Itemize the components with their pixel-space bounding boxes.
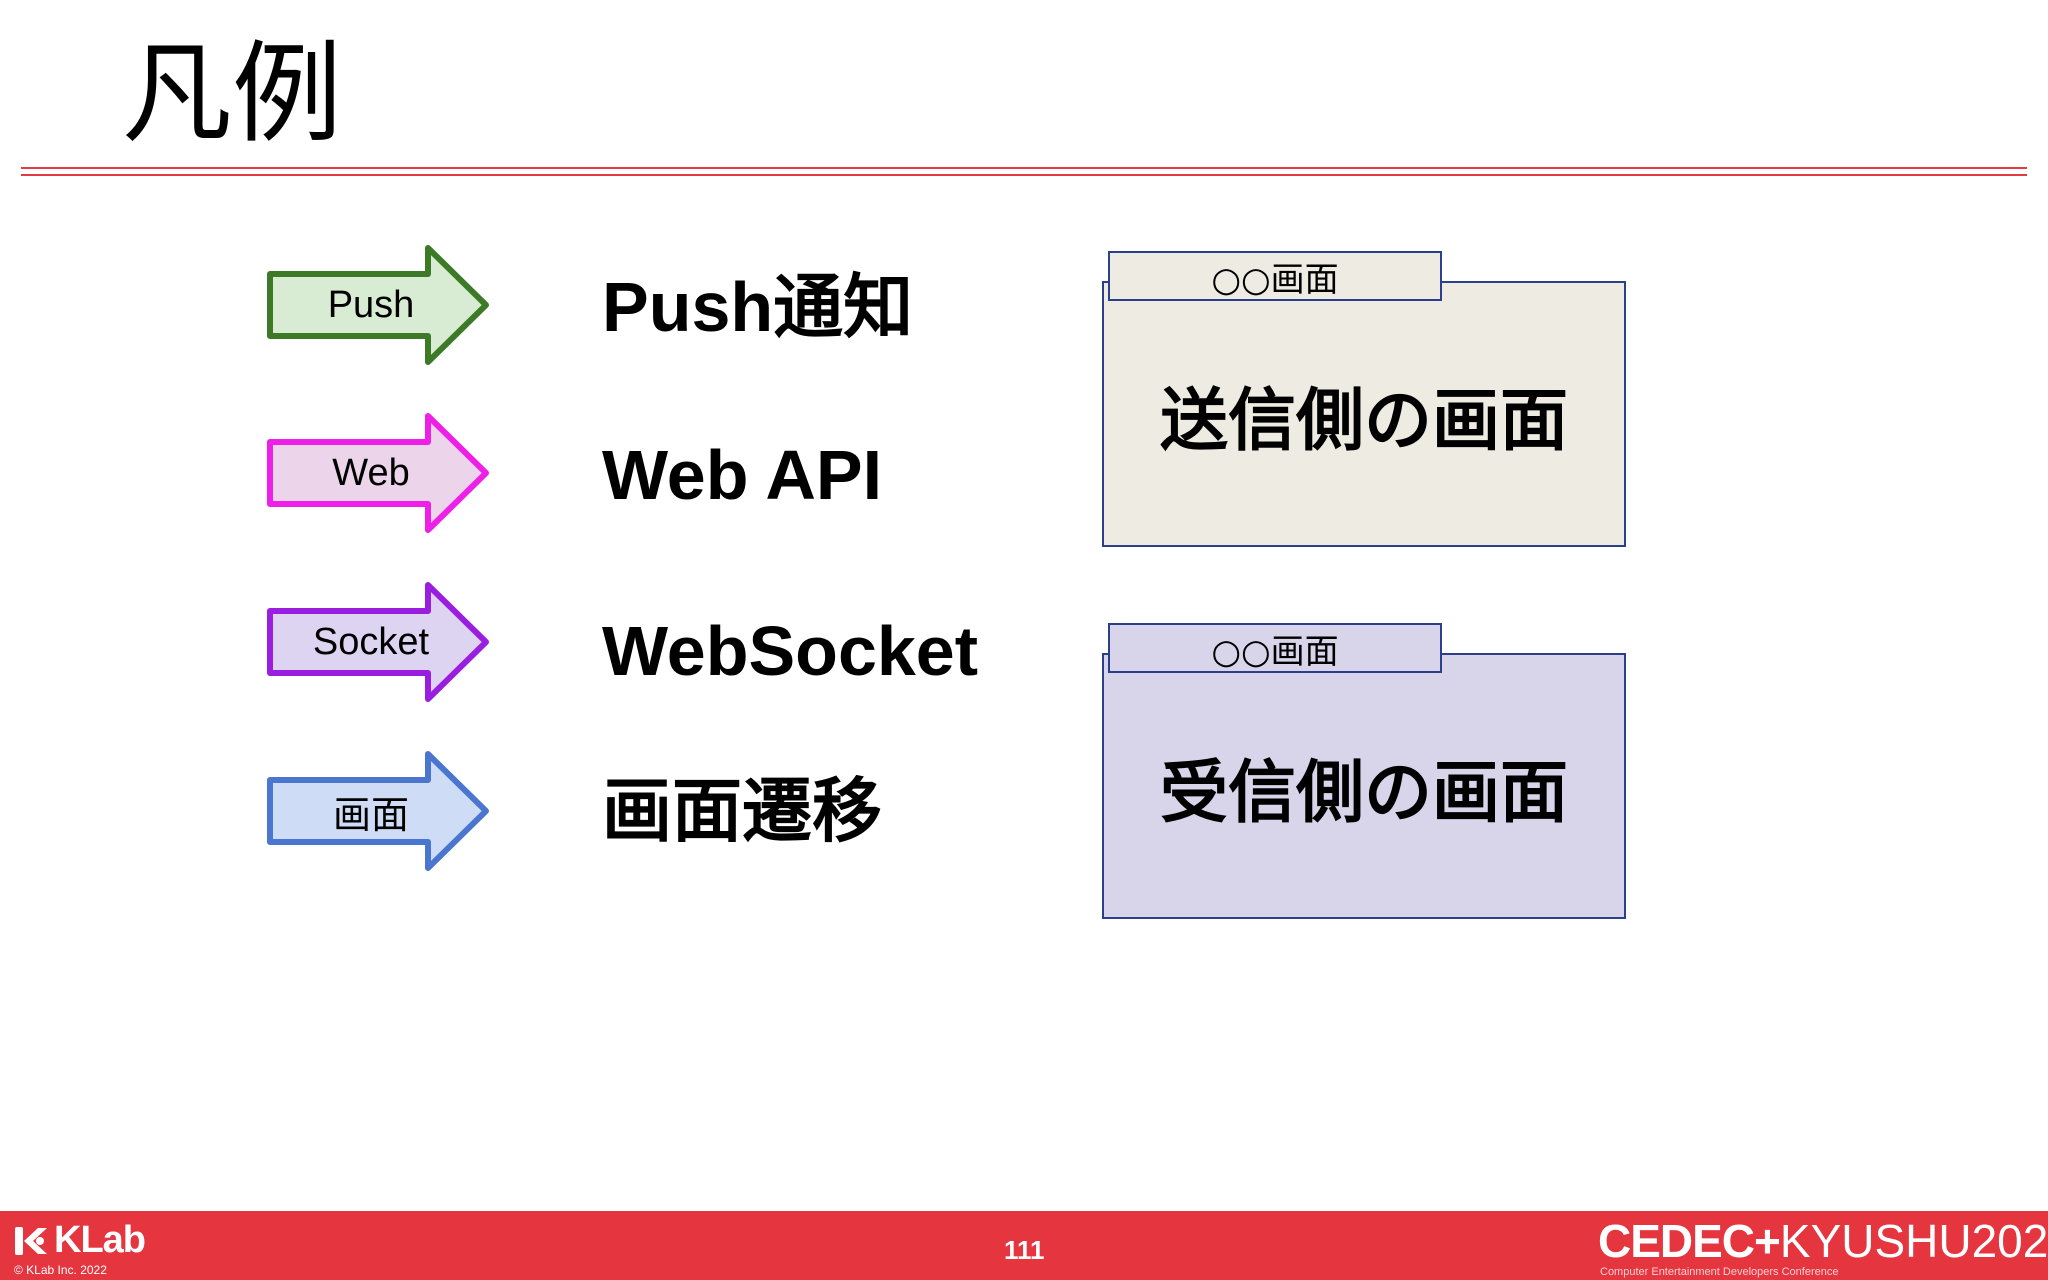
- klab-logo: KLab: [14, 1219, 146, 1262]
- screen-transition-label: 画面遷移: [602, 772, 882, 850]
- receiver-screen-label: 受信側の画面: [1102, 653, 1626, 919]
- event-name-thin: KYUSHU2022: [1779, 1215, 2048, 1267]
- socket-arrow-label: Socket: [312, 620, 430, 663]
- screen-arrow-label: 画面: [332, 794, 409, 837]
- title-rule-top: [21, 167, 2027, 169]
- screen-arrow: 画面: [266, 751, 492, 871]
- brand-name: KLab: [54, 1219, 146, 1261]
- klab-mark-icon: [15, 1226, 47, 1255]
- push-arrow-label: Push: [327, 283, 415, 326]
- sender-screen-box: ○○画面 送信側の画面: [1102, 251, 1626, 547]
- push-notification-label: Push通知: [602, 268, 914, 346]
- receiver-screen-tab: ○○画面: [1108, 623, 1442, 673]
- web-api-label: Web API: [602, 436, 883, 514]
- sender-screen-label: 送信側の画面: [1102, 281, 1626, 547]
- footer-bar: KLab © KLab Inc. 2022 111 CEDEC+KYUSHU20…: [0, 1211, 2048, 1280]
- event-name-bold: CEDEC+: [1598, 1215, 1781, 1267]
- title-rule-bottom: [21, 174, 2027, 176]
- web-arrow-label: Web: [332, 451, 410, 494]
- page-number: 111: [1004, 1235, 1045, 1265]
- push-arrow: Push: [266, 245, 492, 365]
- web-arrow: Web: [266, 413, 492, 533]
- cedec-kyushu-logo: CEDEC+KYUSHU2022: [1598, 1218, 2048, 1264]
- socket-arrow: Socket: [266, 582, 492, 702]
- slide-title: 凡例: [122, 30, 342, 158]
- websocket-label: WebSocket: [602, 612, 979, 690]
- copyright: © KLab Inc. 2022: [14, 1263, 107, 1277]
- sender-screen-tab: ○○画面: [1108, 251, 1442, 301]
- receiver-screen-box: ○○画面 受信側の画面: [1102, 623, 1626, 919]
- event-subtitle: Computer Entertainment Developers Confer…: [1600, 1266, 1839, 1278]
